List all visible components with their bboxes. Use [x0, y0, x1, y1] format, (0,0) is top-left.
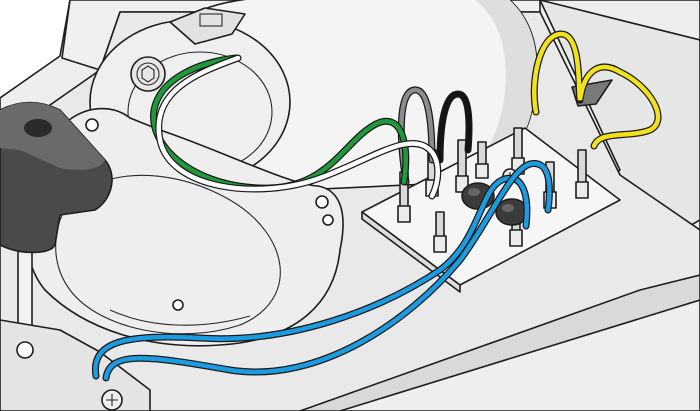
- bracket-hole: [16, 341, 34, 359]
- wire-white: [155, 54, 442, 200]
- wire-yellow: [530, 30, 662, 150]
- gearbox-screw-hole-1: [315, 195, 329, 209]
- housing-front-rail: [299, 274, 700, 411]
- mounting-bracket: [0, 319, 151, 411]
- gearbox-face-ring: [55, 174, 281, 335]
- gearbox-screw-hole-4: [85, 118, 99, 132]
- terminal-4: [475, 141, 489, 179]
- wire-blue-2: [102, 160, 553, 382]
- motor-bracket-label: [199, 13, 223, 27]
- gearbox-screw-hole-3: [172, 299, 184, 311]
- bracket-plate: [0, 319, 151, 411]
- wire-black: [436, 90, 473, 164]
- terminal-7: [575, 149, 589, 199]
- wires: [91, 30, 662, 382]
- terminal-8: [433, 211, 447, 253]
- phillips-screw-icon: [101, 389, 123, 411]
- gearbox-screw-hole-2: [322, 214, 334, 226]
- gearbox-rib-line: [109, 309, 251, 326]
- wire-blue-1: [91, 174, 531, 380]
- actuator-knob-hole: [24, 119, 52, 137]
- actuator-knob-top-face: [0, 102, 105, 170]
- hex-socket-bolt-icon: [130, 56, 166, 92]
